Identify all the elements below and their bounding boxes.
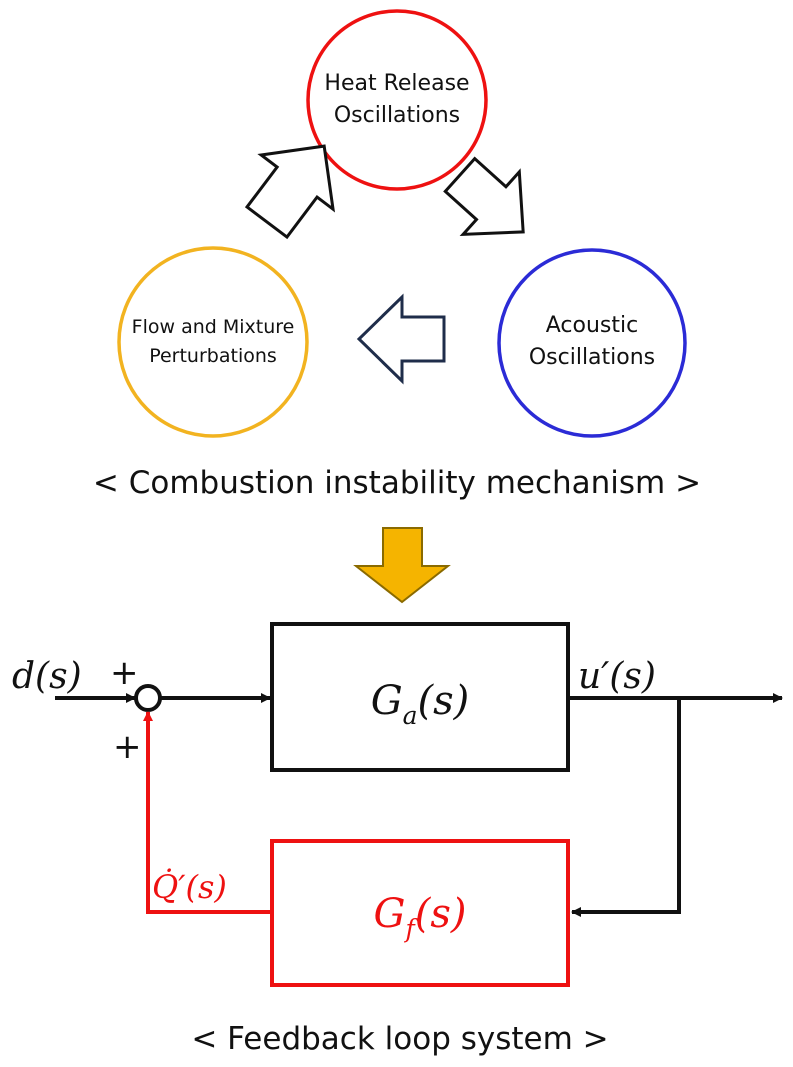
transition-down-arrow-icon <box>353 527 451 604</box>
heat-release-label-line2: Oscillations <box>334 103 460 128</box>
plant-block <box>270 622 570 772</box>
plant-transfer-function: Ga(s) <box>371 678 470 730</box>
output-feedback-path <box>571 698 681 917</box>
summing-junction <box>134 684 162 712</box>
heat-release-label-line1: Heat Release <box>324 71 469 96</box>
feedback-transfer-function: Gf(s) <box>374 891 467 943</box>
flow-mixture-node: Flow and Mixture Perturbations <box>117 246 309 438</box>
heat-release-circle <box>306 9 488 191</box>
heat-signal-label: Q̇′(s) <box>152 868 227 906</box>
heat-to-acoustic-arrow-icon <box>443 156 525 236</box>
plus-sign-top: + <box>110 653 139 693</box>
acoustic-label-line2: Oscillations <box>529 345 655 370</box>
flow-mixture-circle <box>117 246 309 438</box>
acoustic-label-line1: Acoustic <box>546 313 638 338</box>
flow-to-heat-arrow-icon <box>244 144 336 240</box>
feedback-block <box>270 839 570 987</box>
mechanism-caption: < Combustion instability mechanism > <box>93 465 701 501</box>
acoustic-circle <box>497 248 687 438</box>
plus-sign-bottom: + <box>113 727 142 767</box>
acoustic-to-flow-arrow-icon <box>356 293 446 385</box>
input-signal-label: d(s) <box>12 656 82 697</box>
heat-release-feedback-path <box>143 711 272 914</box>
flow-mixture-label-line2: Perturbations <box>149 345 277 367</box>
output-signal-label: u′(s) <box>578 656 656 697</box>
flow-mixture-label-line1: Flow and Mixture <box>132 316 295 338</box>
heat-release-node: Heat Release Oscillations <box>306 9 488 191</box>
acoustic-node: Acoustic Oscillations <box>497 248 687 438</box>
feedback-caption: < Feedback loop system > <box>191 1021 608 1057</box>
